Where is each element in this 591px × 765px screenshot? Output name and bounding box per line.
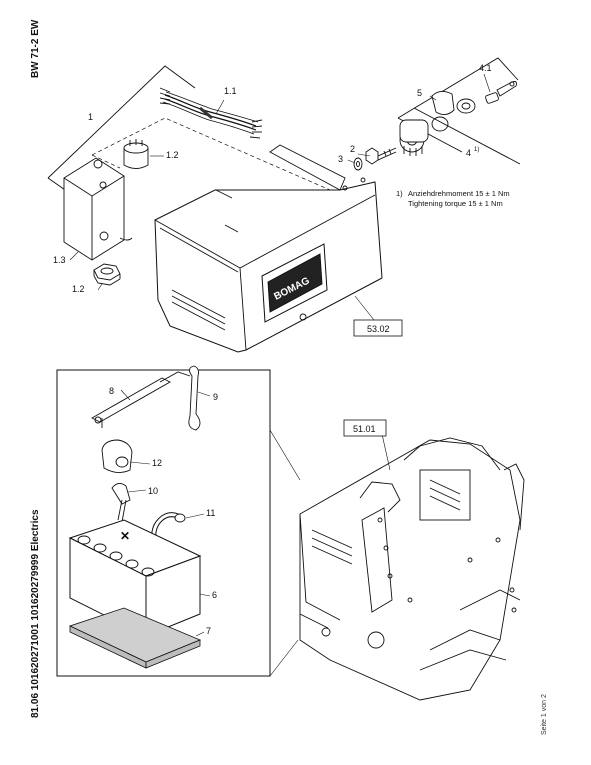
callout-2: 2 [350, 144, 355, 154]
svg-text:✕: ✕ [120, 529, 130, 543]
dashed-assembly-outline [91, 117, 331, 191]
switch-cover [431, 91, 455, 132]
callout-5: 5 [417, 88, 422, 98]
dashboard-panel [154, 144, 383, 353]
assembly-group-1-bracket [47, 65, 196, 193]
page-indicator: Seite 1 von 2 [541, 694, 548, 735]
note-line-de: Anziehdrehmoment 15 ± 1 Nm [408, 189, 510, 198]
parts-group-header: 81.06 101620271001 101620279999 Electric… [30, 509, 41, 718]
battery-strap [188, 365, 201, 431]
callout-1: 1 [88, 112, 93, 122]
terminal-cap [101, 439, 133, 473]
callout-1-1: 1.1 [224, 86, 237, 96]
ignition-key [485, 81, 517, 104]
ignition-switch [399, 119, 429, 156]
note-marker: 1) [396, 189, 403, 198]
battery-cell-caps [77, 535, 155, 577]
machine-frame [299, 437, 525, 701]
callout-11: 11 [206, 508, 215, 518]
mounting-ring [456, 98, 476, 114]
screw [365, 147, 397, 165]
model-header: BW 71-2 EW [30, 19, 41, 78]
callout-1-2-bottom: 1.2 [72, 284, 85, 294]
negative-cable-clamp [111, 483, 131, 523]
battery-frame [56, 369, 271, 677]
ref-box-51-01[interactable] [343, 419, 387, 437]
callout-4-1: 4.1 [479, 63, 492, 73]
callout-1-3: 1.3 [53, 255, 66, 265]
ref-53-02-label[interactable]: 53.02 [367, 324, 390, 334]
callout-1-2-top: 1.2 [166, 150, 179, 160]
bomag-logo-plate: BOMAG [261, 243, 328, 323]
callout-3: 3 [338, 154, 343, 164]
callout-8: 8 [109, 386, 114, 396]
callout-4-footnote-marker: 1) [474, 147, 479, 153]
control-box [63, 157, 133, 261]
hex-nut-bottom [93, 263, 121, 286]
washer [353, 157, 363, 171]
battery-mat [68, 607, 202, 669]
battery-clamp-bar [91, 371, 191, 428]
callout-12: 12 [152, 458, 162, 468]
callout-6: 6 [212, 590, 217, 600]
callout-leaders [69, 73, 491, 637]
ref-box-53-02[interactable] [353, 319, 403, 337]
callout-9: 9 [213, 392, 218, 402]
detail-leader-lines [269, 429, 301, 677]
callout-7: 7 [206, 626, 211, 636]
wire-harness [159, 87, 263, 139]
round-connector-top [123, 139, 149, 169]
callout-10: 10 [148, 486, 158, 496]
note-line-en: Tightening torque 15 ± 1 Nm [408, 199, 503, 208]
frame-vents [311, 479, 461, 565]
ref-51-01-label[interactable]: 51.01 [353, 424, 376, 434]
callout-4: 4 [466, 148, 471, 158]
